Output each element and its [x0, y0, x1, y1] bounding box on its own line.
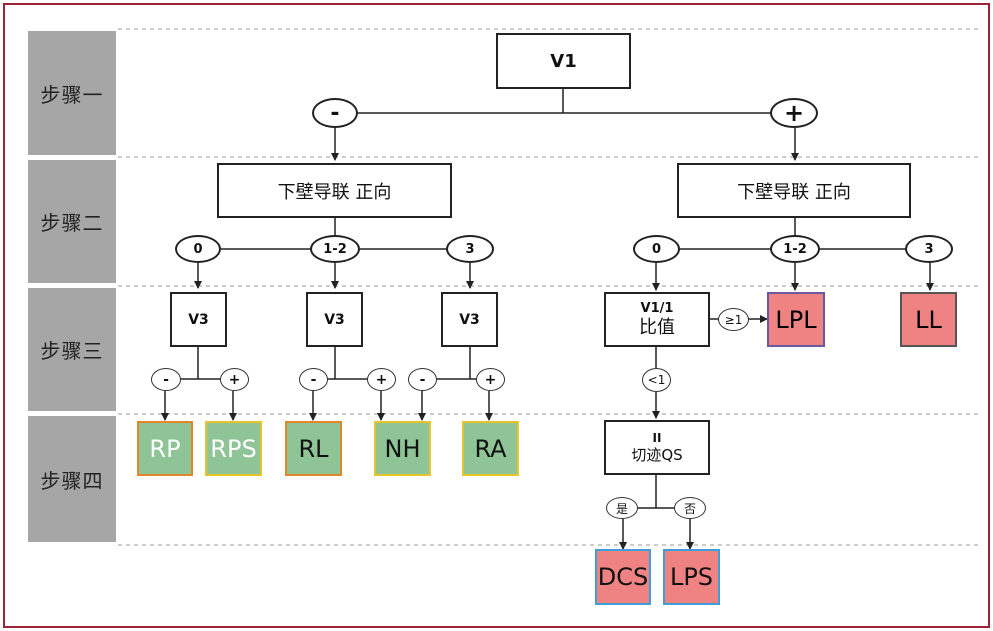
- right-lead-box: 下壁导联 正向: [677, 163, 911, 218]
- v3-1-plus: +: [220, 368, 249, 391]
- result-nh: NH: [374, 421, 431, 476]
- result-rp: RP: [137, 421, 193, 476]
- qs-no: 否: [674, 497, 706, 519]
- result-rl: RL: [285, 421, 342, 476]
- result-dcs: DCS: [595, 549, 651, 605]
- left-option-1-2: 1-2: [310, 235, 360, 263]
- step-label-1: 步骤一: [28, 31, 116, 155]
- left-option-3: 3: [446, 235, 494, 263]
- left-lead-box: 下壁导联 正向: [217, 163, 452, 218]
- result-lpl: LPL: [767, 292, 825, 347]
- minus-branch: -: [312, 98, 358, 128]
- ratio-ge1: ≥1: [718, 308, 749, 331]
- v3-2-minus: -: [299, 368, 328, 391]
- qs-box: II 切迹QS: [604, 420, 710, 475]
- result-ra: RA: [462, 421, 519, 476]
- step-label-2: 步骤二: [28, 160, 116, 283]
- plus-branch: +: [770, 98, 818, 128]
- v3-2-plus: +: [367, 368, 396, 391]
- ratio-box-line1: V1/1: [640, 300, 674, 316]
- step-label-4: 步骤四: [28, 416, 116, 542]
- v3-box-1: V3: [170, 292, 227, 347]
- left-option-0: 0: [175, 235, 221, 263]
- ratio-box: V1/1 比值: [604, 292, 710, 347]
- v3-1-minus: -: [151, 368, 181, 391]
- result-lps: LPS: [663, 549, 720, 605]
- right-option-1-2: 1-2: [770, 235, 820, 263]
- qs-yes: 是: [606, 497, 638, 519]
- v3-3-plus: +: [476, 368, 505, 391]
- right-option-0: 0: [633, 235, 680, 263]
- ratio-box-line2: 比值: [639, 316, 675, 338]
- step-label-3: 步骤三: [28, 288, 116, 411]
- ratio-lt1: <1: [642, 368, 671, 392]
- result-rps: RPS: [205, 421, 262, 476]
- right-option-3: 3: [905, 235, 953, 263]
- qs-box-line1: II: [652, 430, 662, 445]
- v1-box: V1: [496, 33, 631, 89]
- result-ll: LL: [900, 292, 957, 347]
- v3-box-3: V3: [441, 292, 498, 347]
- v3-3-minus: -: [408, 368, 437, 391]
- v3-box-2: V3: [306, 292, 363, 347]
- qs-box-line2: 切迹QS: [631, 445, 683, 464]
